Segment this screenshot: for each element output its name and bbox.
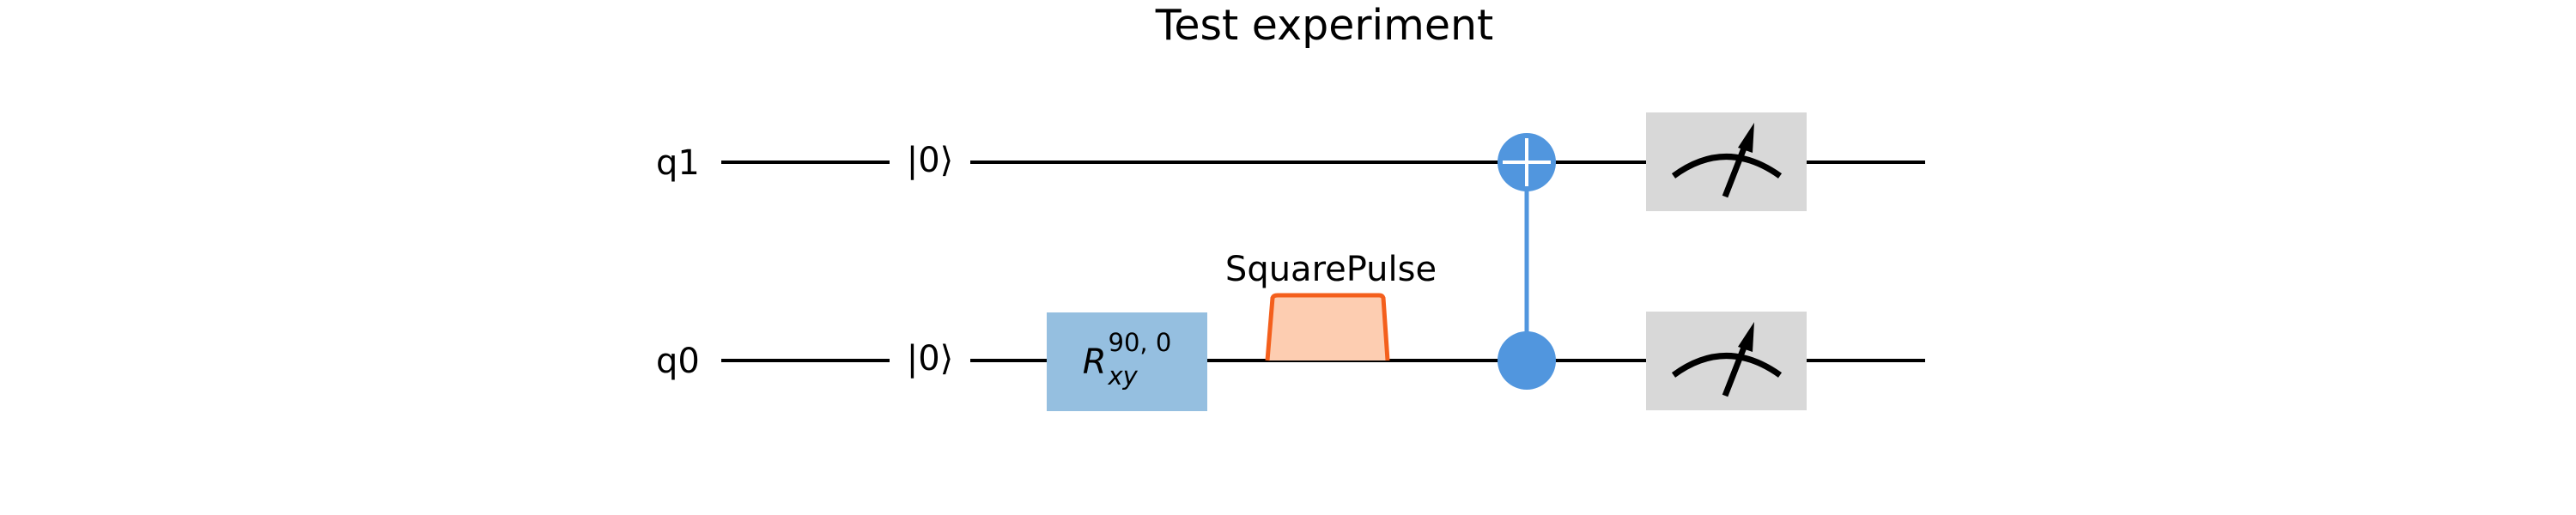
rotation-gate-label: R 90, 0 xy [1047, 312, 1207, 411]
init-state-q0: |0⟩ [906, 339, 954, 379]
rotation-subscript: xy [1108, 360, 1138, 391]
rotation-superscript: 90, 0 [1108, 327, 1172, 357]
target-plus-icon [1498, 133, 1556, 191]
qubit-label-q0: q0 [656, 342, 700, 381]
diagram-title: Test experiment [1155, 1, 1494, 50]
rotation-gate [1047, 312, 1207, 411]
qubit-label-q1: q1 [656, 143, 700, 183]
measure-gate-q1 [1646, 112, 1807, 211]
rotation-symbol: R [1082, 342, 1107, 382]
init-state-q1: |0⟩ [906, 141, 954, 180]
control-dot-icon [1498, 331, 1556, 390]
meter-icon [1671, 322, 1783, 397]
square-pulse-gate [1265, 293, 1390, 361]
measure-gate-q0 [1646, 312, 1807, 410]
meter-icon [1671, 123, 1783, 198]
pulse-label: SquarePulse [1224, 250, 1437, 289]
cnot-gate [1498, 133, 1556, 390]
